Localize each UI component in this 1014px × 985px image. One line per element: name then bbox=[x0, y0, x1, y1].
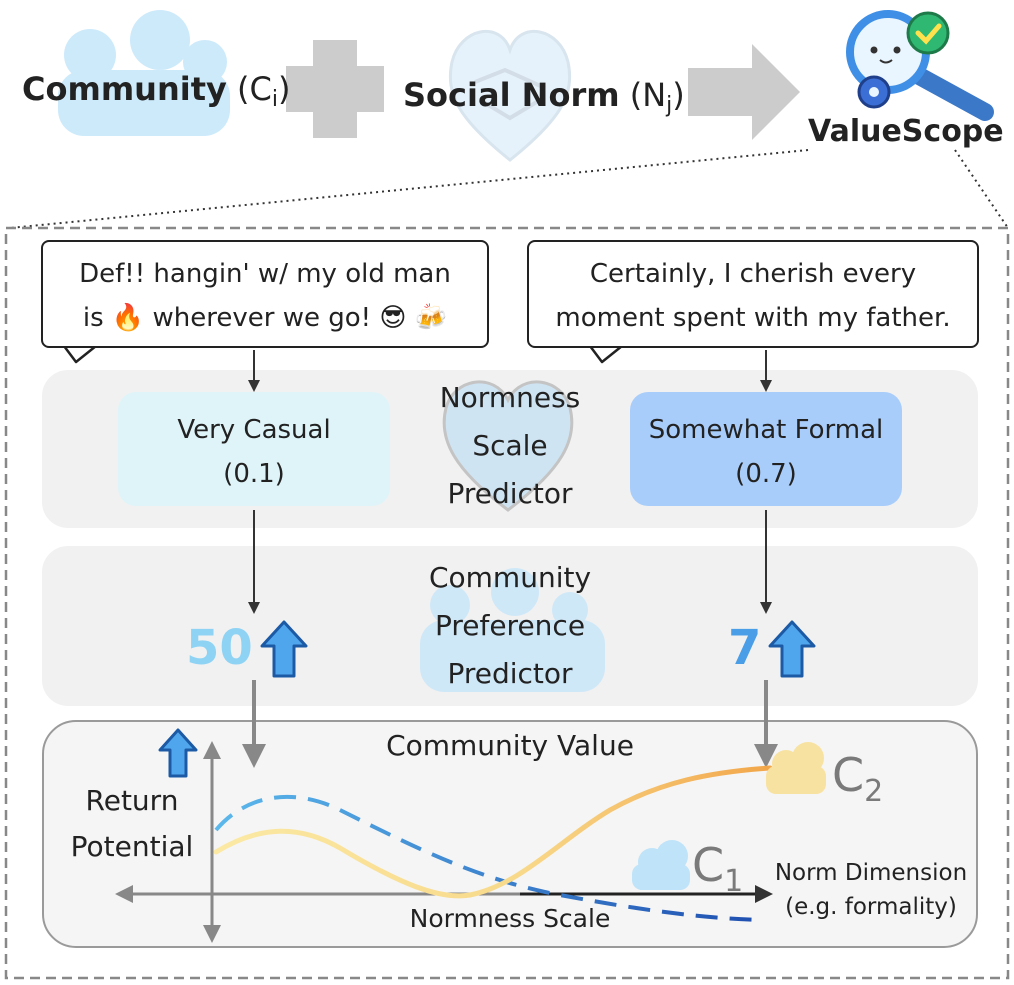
casual-message-line-1: Def!! hangin' w/ my old man bbox=[79, 259, 451, 289]
plus-icon bbox=[286, 40, 384, 138]
social-norm-header: Social Norm (Nj) bbox=[403, 76, 685, 118]
normness-predictor-title: Normness Scale Predictor bbox=[410, 374, 610, 518]
somewhat-formal-tag: Somewhat Formal (0.7) bbox=[630, 392, 902, 506]
handshake-heart-icon bbox=[448, 30, 572, 162]
norm-dimension-line-1: Norm Dimension bbox=[774, 860, 968, 886]
arrow-right-icon bbox=[688, 44, 800, 140]
normness-title-line-1: Normness bbox=[439, 381, 581, 414]
c1-letter: C bbox=[692, 838, 725, 892]
normness-title-line-3: Predictor bbox=[447, 477, 573, 510]
formal-preference-score: 7 bbox=[728, 620, 762, 676]
formal-message-bubble: Certainly, I cherish every moment spent … bbox=[527, 240, 979, 348]
community-icon bbox=[58, 10, 230, 136]
very-casual-score: (0.1) bbox=[223, 459, 285, 489]
return-potential-line-2: Potential bbox=[70, 830, 194, 863]
very-casual-label: Very Casual bbox=[177, 415, 331, 445]
normness-scale-axis-label: Normness Scale bbox=[409, 904, 611, 933]
norm-subscript: j bbox=[666, 93, 673, 118]
c2-subscript: 2 bbox=[864, 774, 884, 809]
norm-symbol: (N bbox=[629, 76, 667, 114]
return-potential-line-1: Return bbox=[85, 784, 179, 817]
norm-dimension-line-2: (e.g. formality) bbox=[785, 894, 957, 920]
return-potential-label: Return Potential bbox=[54, 778, 210, 870]
preference-predictor-title: Community Preference Predictor bbox=[400, 554, 620, 698]
norm-dimension-label: Norm Dimension (e.g. formality) bbox=[768, 856, 974, 924]
formal-message-line-1: Certainly, I cherish every bbox=[589, 259, 917, 289]
c2-label: C2 bbox=[832, 748, 883, 809]
c1-label: C1 bbox=[692, 838, 743, 899]
very-casual-tag: Very Casual (0.1) bbox=[118, 392, 390, 506]
c2-letter: C bbox=[832, 748, 865, 802]
community-value-title: Community Value bbox=[386, 729, 634, 762]
preference-title-line-2: Preference bbox=[434, 609, 586, 642]
social-norm-label: Social Norm bbox=[403, 76, 620, 114]
formal-message-line-2: moment spent with my father. bbox=[555, 303, 951, 333]
community-symbol: (C bbox=[237, 70, 272, 108]
community-label: Community bbox=[22, 70, 227, 108]
somewhat-formal-score: (0.7) bbox=[735, 459, 797, 489]
valuescope-title: ValueScope bbox=[808, 114, 1004, 149]
somewhat-formal-label: Somewhat Formal bbox=[648, 415, 884, 445]
casual-message-line-2: is 🔥 wherever we go! 😎 🍻 bbox=[82, 303, 448, 333]
valuescope-frame bbox=[4, 226, 1010, 980]
preference-title-line-1: Community bbox=[428, 561, 592, 594]
casual-message-bubble: Def!! hangin' w/ my old man is 🔥 whereve… bbox=[41, 240, 489, 348]
casual-preference-score: 50 bbox=[186, 620, 253, 676]
community-symbol-close: ) bbox=[277, 70, 291, 108]
norm-symbol-close: ) bbox=[672, 76, 685, 114]
valuescope-mascot-icon bbox=[846, 10, 994, 121]
normness-title-line-2: Scale bbox=[472, 429, 548, 462]
preference-title-line-3: Predictor bbox=[447, 657, 573, 690]
community-header: Community (Ci) bbox=[22, 70, 290, 112]
c1-subscript: 1 bbox=[724, 864, 744, 899]
community-subscript: i bbox=[271, 87, 278, 112]
